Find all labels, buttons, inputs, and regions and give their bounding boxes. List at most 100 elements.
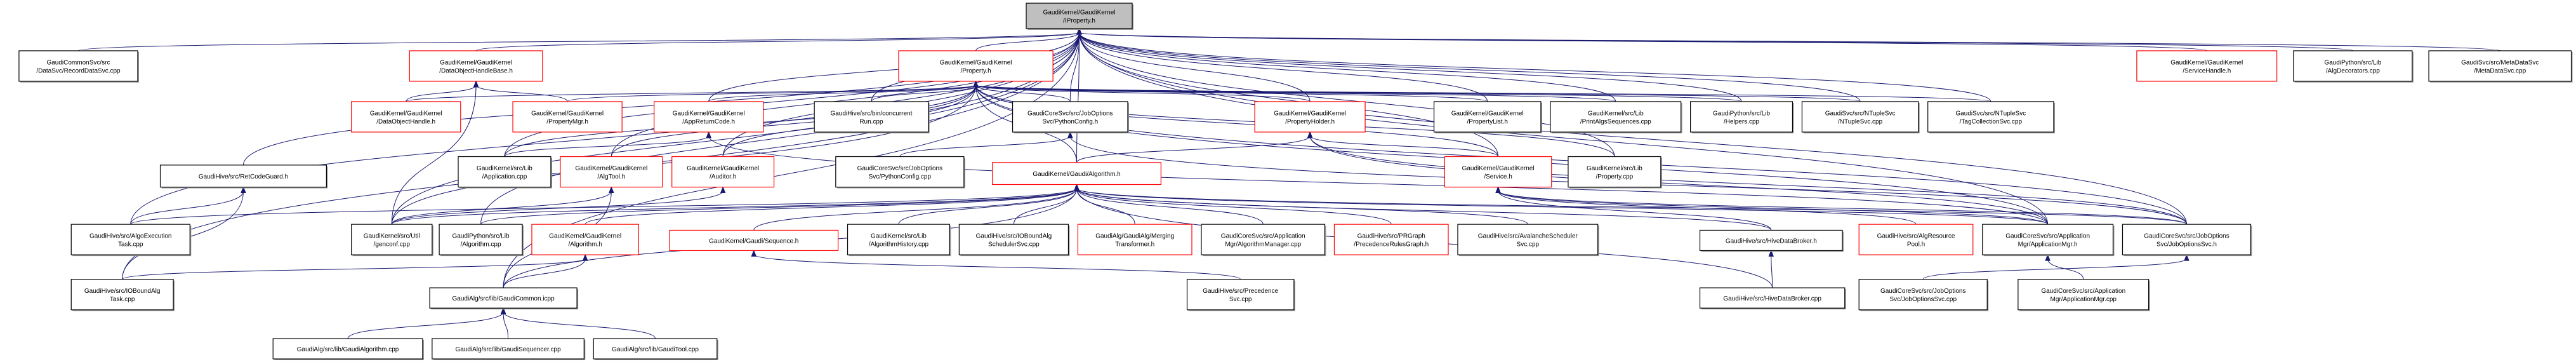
- node-label: GaudiKernel/GaudiKernel: [531, 110, 604, 117]
- graph-node-tagcollectionsvc[interactable]: GaudiSvc/src/NTupleSvc/TagCollectionSvc.…: [1927, 101, 2055, 133]
- node-label: GaudiPython/src/Lib: [452, 233, 510, 240]
- graph-node-genconf[interactable]: GaudiKernel/src/Util/genconf.cpp: [351, 224, 433, 257]
- edge-appreturncode-to-iproperty: [708, 32, 1080, 102]
- edge-py_algorithm-to-gaudi_algorithm: [480, 188, 1078, 225]
- arrowhead-icon: [241, 186, 246, 193]
- edge-service_h-to-property_h: [975, 84, 1499, 157]
- graph-node-iproperty[interactable]: GaudiKernel/GaudiKernel/IProperty.h: [1026, 3, 1133, 30]
- node-label: GaudiKernel/GaudiKernel: [370, 110, 442, 117]
- graph-node-algorithmhistory[interactable]: GaudiKernel/src/Lib/AlgorithmHistory.cpp: [847, 224, 951, 257]
- node-label: GaudiKernel/GaudiKernel: [687, 165, 759, 172]
- node-box: [1982, 224, 2114, 255]
- node-label: Mgr/AlgorithmManager.cpp: [1225, 241, 1301, 248]
- node-label: /PropertyList.h: [1467, 118, 1508, 125]
- node-box: [1699, 287, 1846, 309]
- edge-genconf-to-gaudi_algorithm: [391, 188, 1078, 225]
- edge-algtool-to-property_h: [611, 84, 977, 157]
- edge-gaudicommon-to-gk_algorithm: [503, 259, 586, 288]
- edge-propertymgr-to-property_h: [567, 84, 977, 102]
- graph-node-sequence[interactable]: GaudiKernel/Gaudi/Sequence.h: [669, 229, 839, 252]
- node-label: Svc/JobOptionsSvc.h: [2157, 241, 2217, 248]
- graph-node-gaudisequencer_cpp[interactable]: GaudiAlg/src/lib/GaudiSequencer.cpp: [432, 338, 586, 361]
- graph-node-property_cpp[interactable]: GaudiKernel/src/Lib/Property.cpp: [1568, 156, 1662, 189]
- graph-node-auditor[interactable]: GaudiKernel/GaudiKernel/Auditor.h: [671, 156, 775, 188]
- graph-node-gaudicommon[interactable]: GaudiAlg/src/lib/GaudiCommon.icpp: [429, 287, 579, 310]
- node-box: [512, 101, 623, 133]
- edge-applicationmgr_cpp-to-applicationmgr_h: [2047, 259, 2084, 280]
- graph-node-joboptionssvc_cpp[interactable]: GaudiCoreSvc/src/JobOptionsSvc/JobOption…: [1858, 279, 1989, 311]
- graph-node-propertymgr[interactable]: GaudiKernel/GaudiKernel/PropertyMgr.h: [512, 101, 623, 133]
- edge-applicationmgr_h-to-service_h: [1498, 191, 2049, 225]
- graph-node-applicationmgr_h[interactable]: GaudiCoreSvc/src/ApplicationMgr/Applicat…: [1982, 224, 2115, 257]
- node-label: GaudiKernel/GaudiKernel: [1462, 165, 1535, 172]
- graph-node-servicehandle[interactable]: GaudiKernel/GaudiKernel/ServiceHandle.h: [2136, 50, 2278, 82]
- graph-node-ntuplesvc[interactable]: GaudiSvc/src/NTupleSvc/NTupleSvc.cpp: [1801, 101, 1920, 133]
- node-box: [2428, 50, 2572, 82]
- edge-genconf-to-dataobjecthandlebase: [391, 84, 477, 225]
- node-label: GaudiKernel/GaudiKernel: [440, 59, 512, 66]
- graph-node-printalgssequences[interactable]: GaudiKernel/src/Lib/PrintAlgsSequences.c…: [1550, 101, 1682, 133]
- graph-node-pythonconfig_cpp[interactable]: GaudiCoreSvc/src/JobOptionsSvc/PythonCon…: [835, 156, 965, 189]
- node-label: /Auditor.h: [710, 173, 736, 180]
- graph-node-metadatasvc[interactable]: GaudiSvc/src/MetaDataSvc/MetaDataSvc.cpp: [2428, 50, 2573, 83]
- edge-genconf-to-algtool: [391, 191, 612, 225]
- graph-node-service_h[interactable]: GaudiKernel/GaudiKernel/Service.h: [1444, 156, 1552, 188]
- node-label: /PrecedenceRulesGraph.h: [1354, 241, 1429, 248]
- graph-node-dataobjecthandle[interactable]: GaudiKernel/GaudiKernel/DataObjectHandle…: [351, 101, 461, 133]
- node-label: GaudiHive/src/AvalancheScheduler: [1478, 233, 1578, 240]
- graph-node-algtool[interactable]: GaudiKernel/GaudiKernel/AlgTool.h: [560, 156, 663, 188]
- node-label: /MetaDataSvc.cpp: [2474, 67, 2526, 74]
- edge-precedencesvc-to-sequence: [753, 254, 1241, 280]
- graph-node-gk_algorithm[interactable]: GaudiKernel/GaudiKernel/Algorithm.h: [531, 224, 639, 255]
- graph-node-application[interactable]: GaudiKernel/src/Lib/Application.cpp: [458, 156, 552, 189]
- edge-precedencerulesgraph-to-gaudi_algorithm: [1076, 188, 1392, 225]
- node-label: GaudiKernel/src/Lib: [1588, 110, 1644, 117]
- node-label: /AlgDecorators.cpp: [2326, 67, 2380, 74]
- graph-node-gauditool_cpp[interactable]: GaudiAlg/src/lib/GaudiTool.cpp: [593, 338, 718, 361]
- arrowhead-icon: [2045, 253, 2051, 261]
- node-label: GaudiHive/src/AlgoExecution: [89, 233, 172, 240]
- graph-node-joboptionssvc_h[interactable]: GaudiCoreSvc/src/JobOptionsSvc/JobOption…: [2122, 224, 2252, 257]
- node-label: GaudiKernel/GaudiKernel: [549, 233, 621, 240]
- graph-node-hivedatabroker_cpp[interactable]: GaudiHive/src/HiveDataBroker.cpp: [1699, 287, 1846, 310]
- graph-node-algorithmmanager[interactable]: GaudiCoreSvc/src/ApplicationMgr/Algorith…: [1201, 224, 1326, 257]
- graph-node-helpers[interactable]: GaudiPython/src/Lib/Helpers.cpp: [1690, 101, 1794, 133]
- edge-joboptionssvc_h-to-service_h: [1498, 191, 2187, 225]
- graph-node-hivedatabroker_h[interactable]: GaudiHive/src/HiveDataBroker.h: [1699, 229, 1844, 252]
- node-label: /genconf.cpp: [374, 241, 411, 248]
- graph-node-gaudialgorithm_cpp[interactable]: GaudiAlg/src/lib/GaudiAlgorithm.cpp: [272, 338, 424, 361]
- graph-node-pythonconfig_h[interactable]: GaudiCoreSvc/src/JobOptionsSvc/PythonCon…: [1012, 101, 1129, 133]
- graph-node-retcodeguard[interactable]: GaudiHive/src/RetCodeGuard.h: [159, 165, 328, 189]
- node-label: GaudiHive/src/HiveDataBroker.cpp: [1723, 295, 1821, 302]
- node-label: GaudiCoreSvc/src/JobOptions: [857, 165, 943, 172]
- edge-metadatasvc-to-iproperty: [1079, 32, 2500, 51]
- node-label: /PropertyHolder.h: [1285, 118, 1335, 125]
- node-box: [429, 287, 578, 309]
- graph-node-py_algorithm[interactable]: GaudiPython/src/Lib/Algorithm.cpp: [439, 224, 524, 257]
- graph-node-precedencerulesgraph[interactable]: GaudiHive/src/PRGraph/PrecedenceRulesGra…: [1333, 224, 1449, 255]
- node-box: [2136, 50, 2278, 82]
- graph-node-algdecorators[interactable]: GaudiPython/src/Lib/AlgDecorators.cpp: [2293, 50, 2414, 83]
- graph-node-property_h[interactable]: GaudiKernel/GaudiKernel/Property.h: [898, 50, 1054, 82]
- node-label: GaudiKernel/GaudiKernel: [1274, 110, 1346, 117]
- graph-node-gaudi_algorithm[interactable]: GaudiKernel/Gaudi/Algorithm.h: [992, 162, 1161, 185]
- graph-node-recorddatasvc[interactable]: GaudiCommonSvc/src/DataSvc/RecordDataSvc…: [18, 50, 139, 83]
- graph-node-propertylist[interactable]: GaudiKernel/GaudiKernel/PropertyList.h: [1433, 101, 1542, 133]
- graph-node-dataobjecthandlebase[interactable]: GaudiKernel/GaudiKernel/DataObjectHandle…: [409, 50, 543, 82]
- graph-node-propertyholder[interactable]: GaudiKernel/GaudiKernel/PropertyHolder.h: [1254, 101, 1366, 133]
- node-label: /Application.cpp: [482, 173, 527, 180]
- node-label: GaudiCoreSvc/src/Application: [2041, 288, 2125, 295]
- node-label: GaudiHive/src/AlgResource: [1877, 233, 1955, 240]
- edge-propertymgr-to-dataobjecthandlebase: [475, 84, 568, 102]
- node-box: [992, 162, 1161, 185]
- graph-node-appreturncode[interactable]: GaudiKernel/GaudiKernel/AppReturnCode.h: [654, 101, 764, 133]
- graph-node-applicationmgr_cpp[interactable]: GaudiCoreSvc/src/ApplicationMgr/Applicat…: [2018, 279, 2150, 311]
